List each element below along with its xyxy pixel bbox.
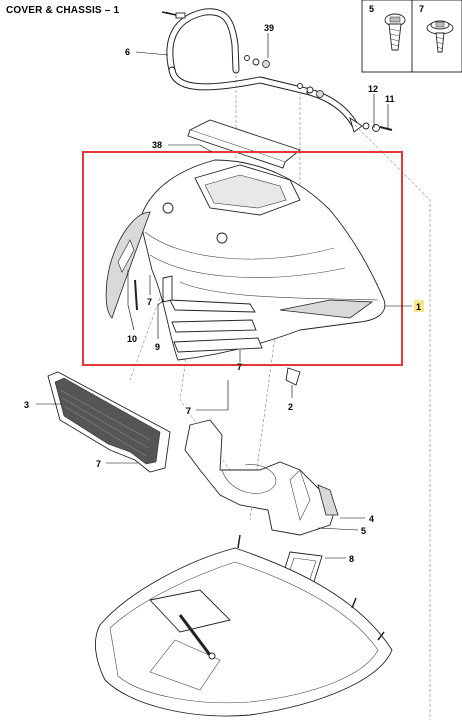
- callout-11: 11: [385, 94, 395, 104]
- chassis-base: [94, 534, 393, 717]
- callout-7a: 7: [147, 297, 152, 307]
- callout-4: 4: [369, 514, 374, 524]
- callout-7c: 7: [186, 406, 191, 416]
- callout-8: 8: [349, 554, 354, 564]
- callout-1-highlight: [414, 300, 424, 312]
- callout-10: 10: [127, 334, 137, 344]
- screw-5-icon: [384, 13, 406, 51]
- callout-7b: 7: [237, 362, 242, 372]
- screw-7-icon: [426, 20, 454, 53]
- chassis-component: [184, 419, 339, 536]
- leader-lines: [36, 11, 412, 559]
- callout-39: 39: [264, 23, 274, 33]
- callout-9: 9: [155, 342, 160, 352]
- grille: [47, 371, 171, 473]
- callouts: 6 39 12 11 38 1 7 10 9 7 3 7 2 7 4 5 8: [24, 23, 424, 564]
- clip-part: [285, 367, 301, 386]
- callout-1: 1: [416, 302, 421, 312]
- callout-7d: 7: [96, 459, 101, 469]
- callout-12: 12: [368, 84, 378, 94]
- main-cover: [105, 159, 386, 361]
- callout-5: 5: [361, 526, 366, 536]
- inset-label-7: 7: [419, 4, 424, 14]
- top-panel: [187, 119, 301, 169]
- handle-bar: [161, 8, 393, 133]
- diagram-title: COVER & CHASSIS – 1: [6, 5, 120, 16]
- callout-3: 3: [24, 400, 29, 410]
- callout-6: 6: [125, 47, 130, 57]
- inset-box: 5 7: [361, 0, 462, 73]
- callout-38: 38: [152, 140, 162, 150]
- callout-2: 2: [288, 402, 293, 412]
- highlight-box: [82, 151, 403, 366]
- inset-label-5: 5: [369, 4, 374, 14]
